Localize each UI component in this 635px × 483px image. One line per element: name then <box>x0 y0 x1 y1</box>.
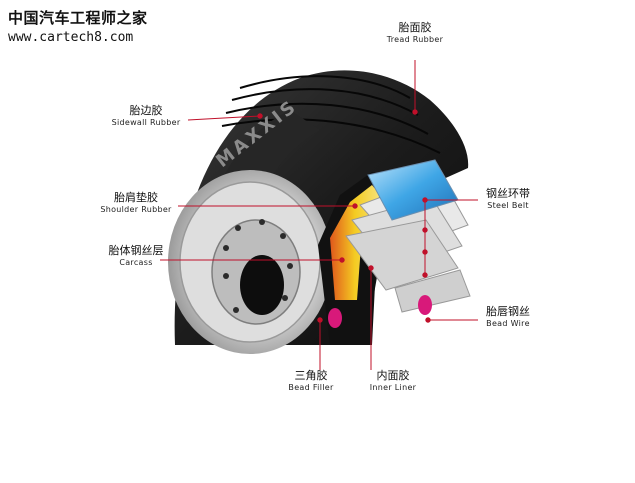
label-carcass: 胎体钢丝层 Carcass <box>108 244 164 267</box>
label-tread-rubber: 胎面胶 Tread Rubber <box>386 21 444 44</box>
bead-wire-left <box>328 308 342 328</box>
label-steel-belt: 钢丝环带 Steel Belt <box>486 187 530 210</box>
label-sidewall-rubber: 胎边胶 Sidewall Rubber <box>111 104 181 127</box>
label-bead-filler: 三角胶 Bead Filler <box>288 369 334 392</box>
label-shoulder-rubber: 胎肩垫胶 Shoulder Rubber <box>100 191 172 214</box>
leader-lines <box>160 60 478 370</box>
cutaway-section <box>318 159 471 345</box>
watermark-title: 中国汽车工程师之家 <box>8 9 148 27</box>
tread-grooves <box>221 75 441 154</box>
label-inner-liner: 内面胶 Inner Liner <box>369 369 417 392</box>
bead-wire-right <box>418 295 432 315</box>
watermark-url: www.cartech8.com <box>8 30 134 45</box>
label-bead-wire: 胎唇钢丝 Bead Wire <box>486 305 530 328</box>
wheel-rim <box>168 170 332 354</box>
